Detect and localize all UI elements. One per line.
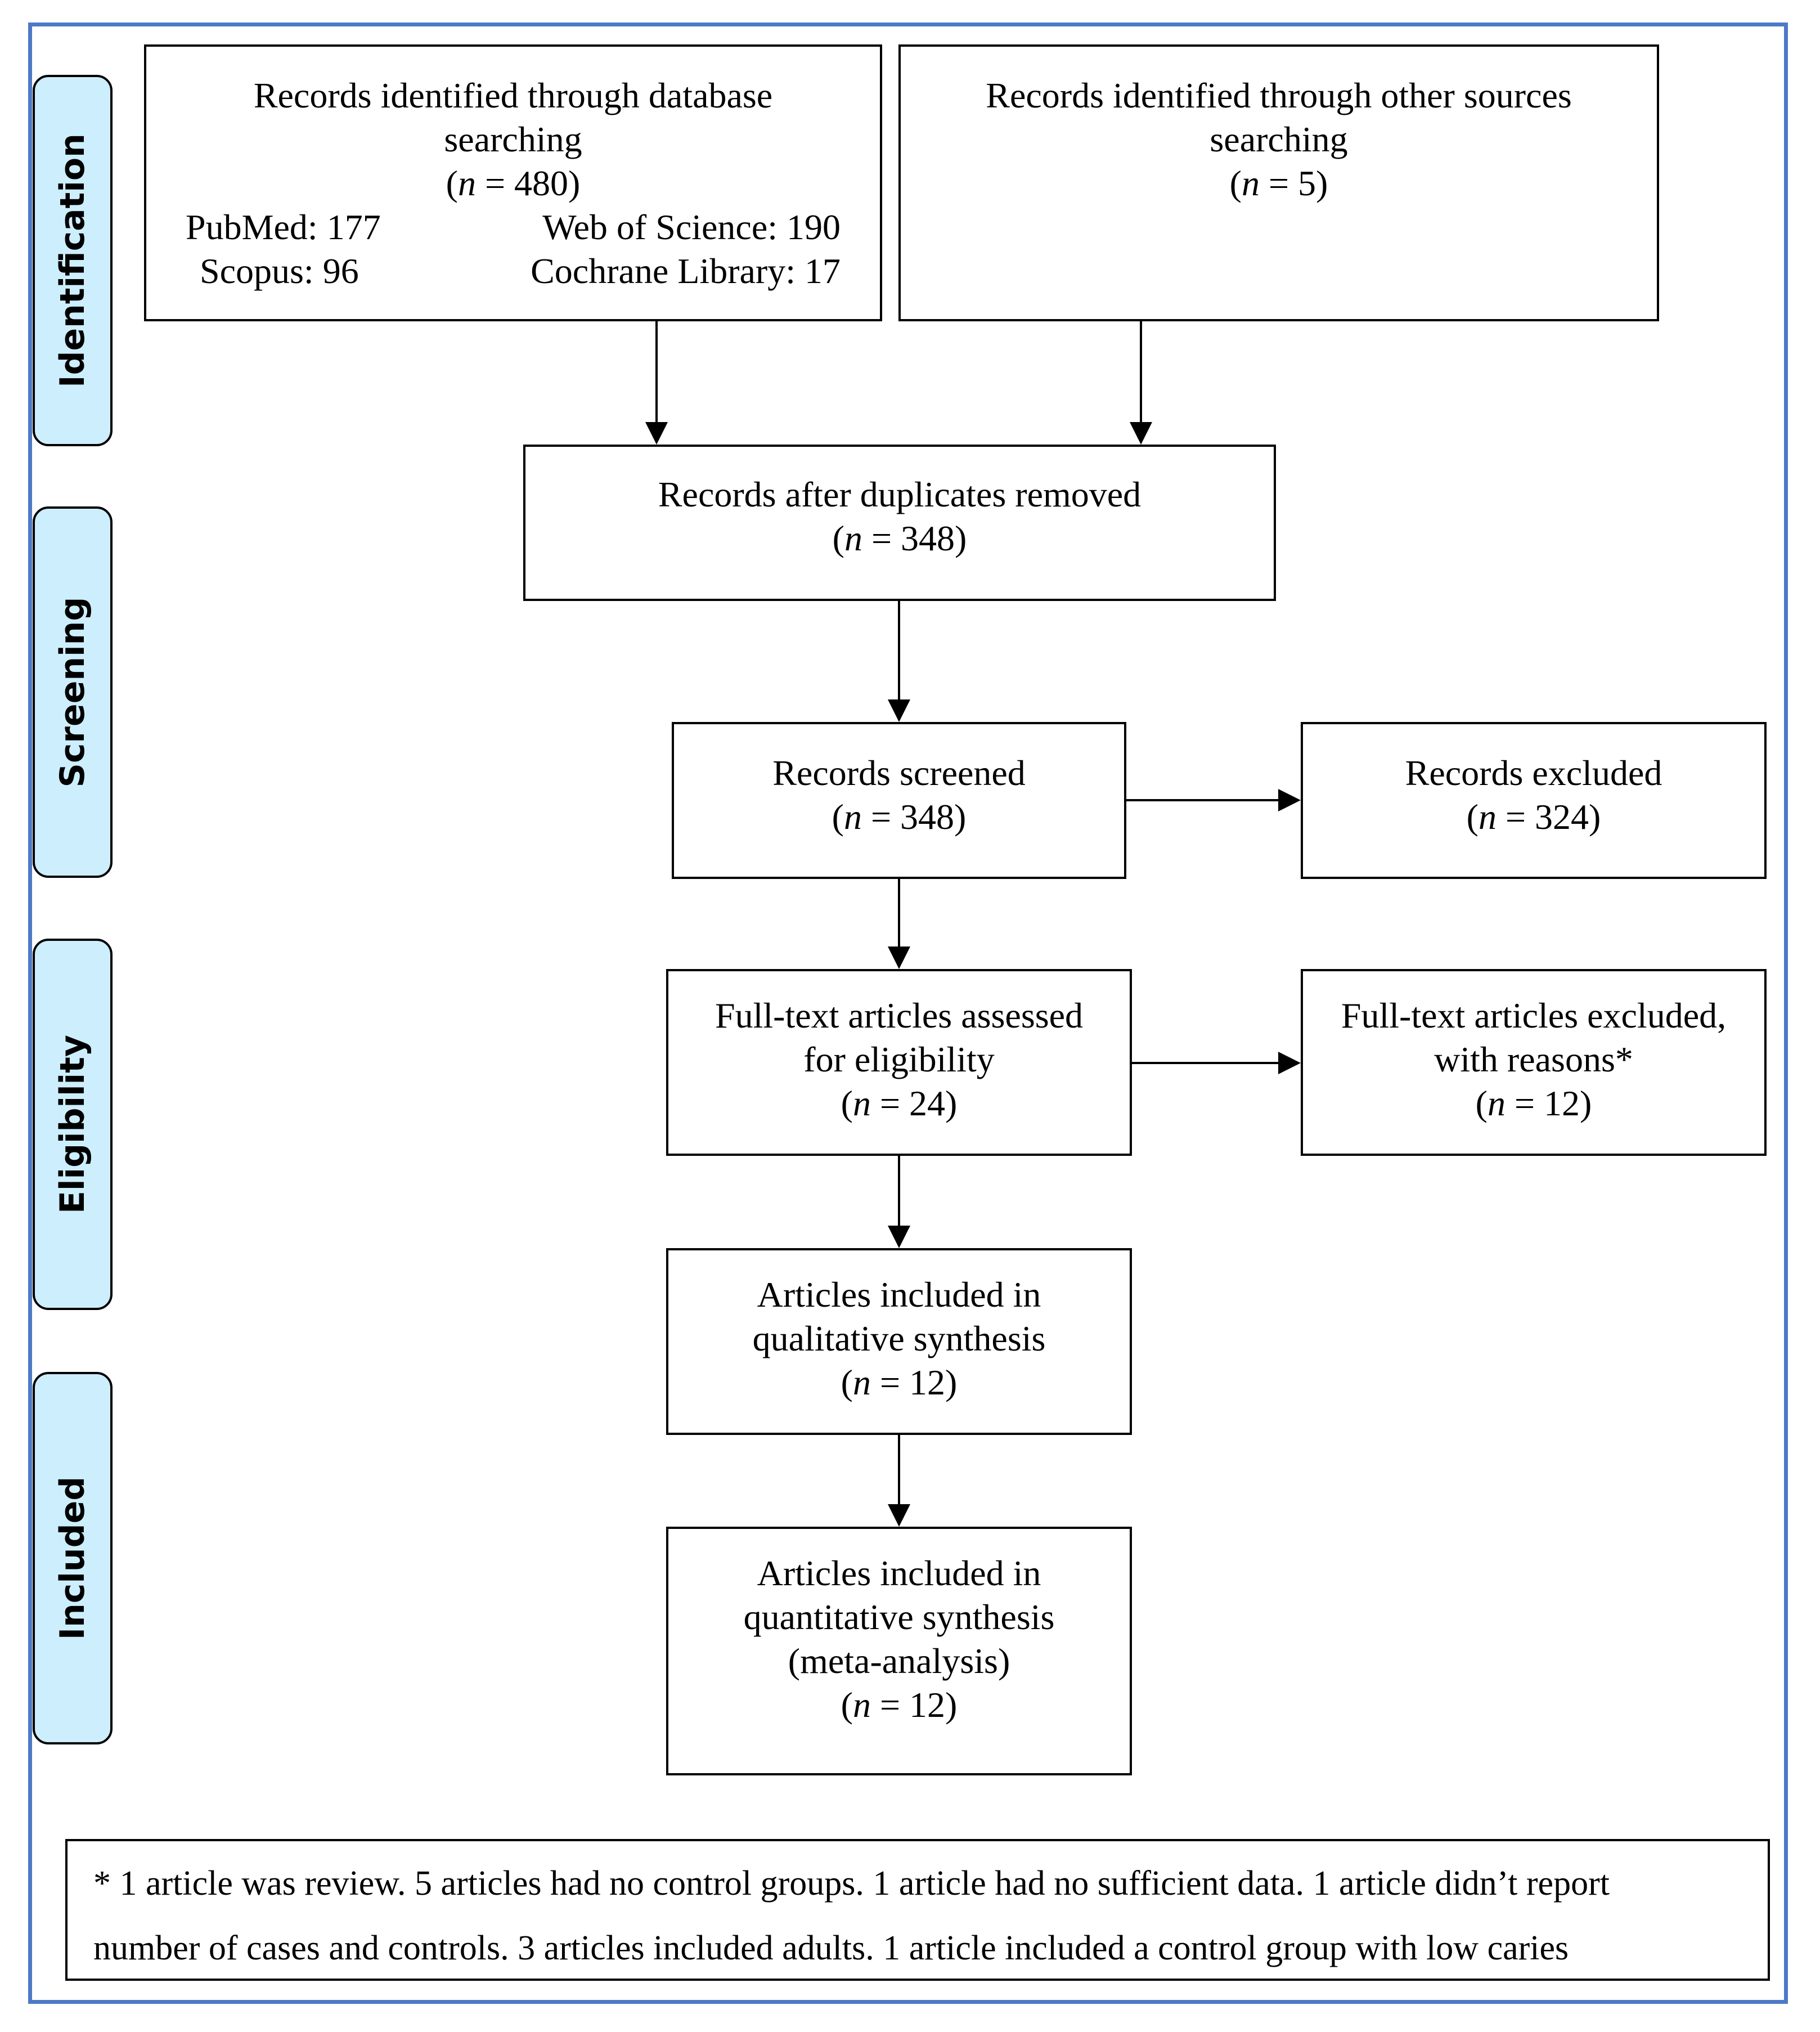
database-sources-row2: Scopus: 96 Cochrane Library: 17 [146, 249, 880, 293]
other-line2: searching [1210, 119, 1348, 159]
other-sources-box: Records identified through other sources… [898, 44, 1659, 321]
screened-line1: Records screened [772, 753, 1026, 793]
source-pubmed: PubMed: 177 [186, 207, 381, 247]
qualitative-count: (n = 12) [841, 1362, 958, 1402]
duplicates-line1: Records after duplicates removed [658, 474, 1142, 514]
stage-eligibility: Eligibility [33, 939, 113, 1310]
excluded-count: (n = 324) [1466, 797, 1601, 837]
fulltext-excluded-line1: Full-text articles excluded, [1341, 995, 1727, 1035]
duplicates-count: (n = 348) [832, 518, 967, 558]
stage-screening: Screening [33, 506, 113, 878]
other-count: (n = 5) [1229, 163, 1328, 203]
stage-included: Included [33, 1372, 113, 1744]
stage-identification: Identification [33, 75, 113, 446]
fulltext-excluded-box: Full-text articles excluded, with reason… [1301, 969, 1767, 1156]
database-line2: searching [444, 119, 582, 159]
records-excluded-box: Records excluded (n = 324) [1301, 722, 1767, 879]
qualitative-line2: qualitative synthesis [752, 1318, 1046, 1358]
quantitative-line2: quantitative synthesis [743, 1597, 1055, 1637]
fulltext-excluded-line2: with reasons* [1434, 1039, 1633, 1079]
database-line1: Records identified through database [253, 75, 773, 115]
quantitative-count: (n = 12) [841, 1685, 958, 1725]
source-cochrane: Cochrane Library: 17 [531, 251, 841, 291]
fulltext-line2: for eligibility [803, 1039, 995, 1079]
database-count: (n = 480) [446, 163, 581, 203]
qualitative-synthesis-box: Articles included in qualitative synthes… [666, 1248, 1132, 1435]
qualitative-line1: Articles included in [757, 1275, 1041, 1315]
footnote-line2: number of cases and controls. 3 articles… [93, 1929, 1569, 1967]
other-line1: Records identified through other sources [986, 75, 1572, 115]
fulltext-assessed-box: Full-text articles assessed for eligibil… [666, 969, 1132, 1156]
database-sources-row1: PubMed: 177 Web of Science: 190 [146, 205, 880, 249]
footnote-box: * 1 article was review. 5 articles had n… [65, 1839, 1770, 1981]
screened-count: (n = 348) [832, 797, 967, 837]
duplicates-removed-box: Records after duplicates removed (n = 34… [523, 445, 1276, 601]
records-screened-box: Records screened (n = 348) [672, 722, 1126, 879]
fulltext-line1: Full-text articles assessed [714, 995, 1084, 1035]
quantitative-synthesis-box: Articles included in quantitative synthe… [666, 1527, 1132, 1775]
source-wos: Web of Science: 190 [542, 207, 841, 247]
database-records-box: Records identified through database sear… [144, 44, 882, 321]
source-scopus: Scopus: 96 [200, 251, 359, 291]
quantitative-line3: (meta-analysis) [788, 1641, 1010, 1681]
fulltext-count: (n = 24) [841, 1083, 958, 1123]
footnote-line1: * 1 article was review. 5 articles had n… [93, 1864, 1610, 1903]
quantitative-line1: Articles included in [757, 1553, 1041, 1593]
fulltext-excluded-count: (n = 12) [1475, 1083, 1592, 1123]
excluded-line1: Records excluded [1405, 753, 1662, 793]
